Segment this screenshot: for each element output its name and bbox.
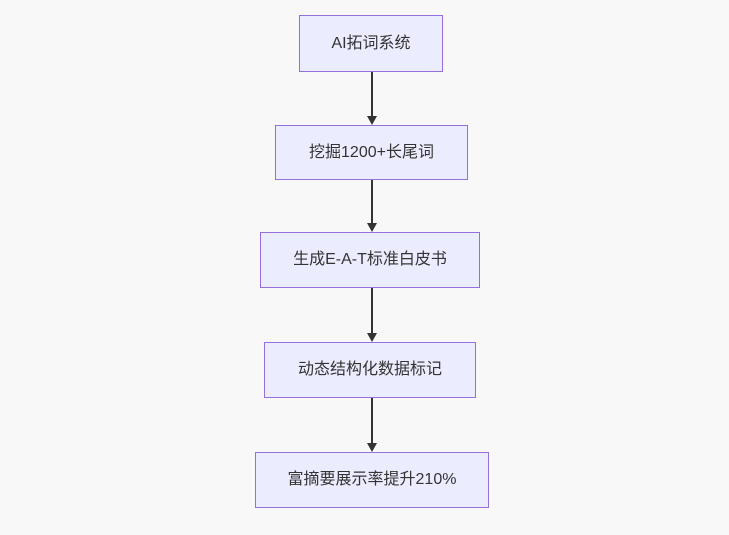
flow-arrow-2 bbox=[366, 180, 377, 232]
arrow-line bbox=[370, 72, 373, 116]
flow-node-longtail-mining: 挖掘1200+长尾词 bbox=[275, 125, 468, 180]
flow-node-label: 富摘要展示率提升210% bbox=[287, 471, 457, 489]
flow-node-structured-data-markup: 动态结构化数据标记 bbox=[264, 342, 476, 398]
arrow-line bbox=[370, 288, 373, 333]
arrowhead-down-icon bbox=[366, 443, 377, 452]
arrowhead-down-icon bbox=[366, 223, 377, 232]
flow-node-label: AI拓词系统 bbox=[331, 34, 411, 52]
flow-node-rich-snippet-result: 富摘要展示率提升210% bbox=[255, 452, 489, 508]
flow-node-label: 动态结构化数据标记 bbox=[297, 361, 442, 379]
flow-node-ai-keyword-system: AI拓词系统 bbox=[299, 15, 443, 72]
flow-node-label: 生成E-A-T标准白皮书 bbox=[293, 251, 447, 269]
flow-arrow-3 bbox=[366, 288, 377, 342]
arrow-line bbox=[370, 398, 373, 443]
arrow-line bbox=[370, 180, 373, 223]
flow-arrow-1 bbox=[366, 72, 377, 125]
arrowhead-down-icon bbox=[366, 116, 377, 125]
flow-node-label: 挖掘1200+长尾词 bbox=[309, 143, 434, 161]
flow-arrow-4 bbox=[366, 398, 377, 452]
arrowhead-down-icon bbox=[366, 333, 377, 342]
flow-node-eat-whitepaper: 生成E-A-T标准白皮书 bbox=[260, 232, 480, 288]
